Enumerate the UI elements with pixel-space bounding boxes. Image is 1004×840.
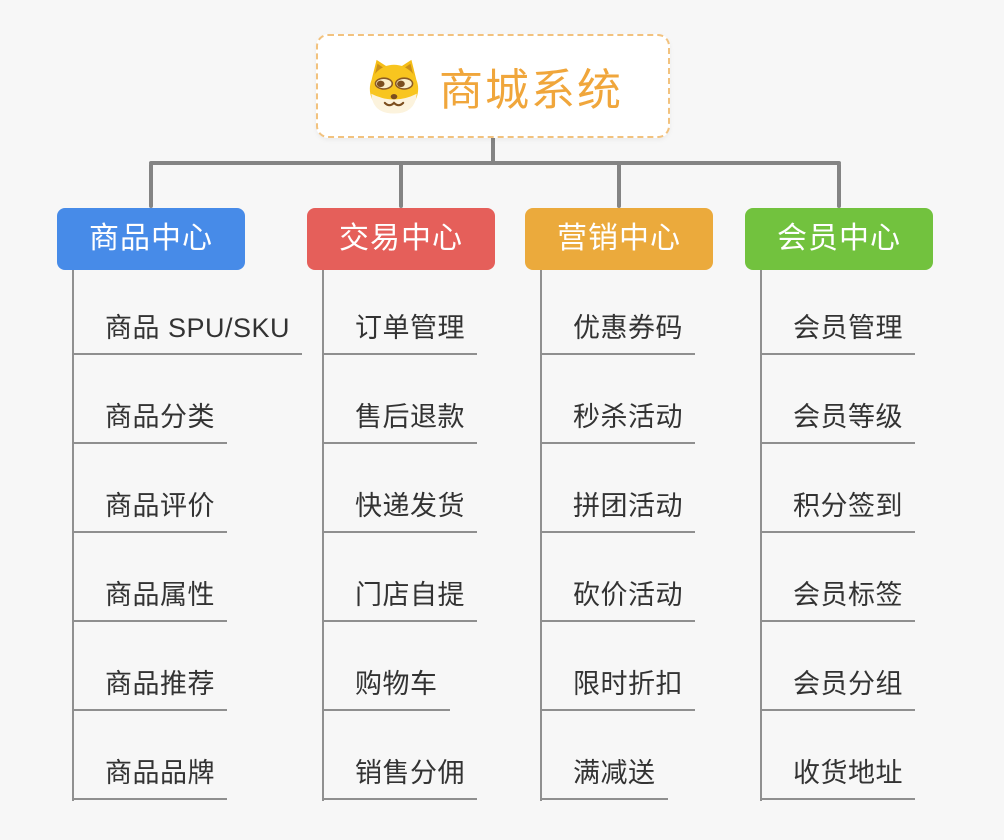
child-line-product [72,270,74,801]
subtopic-product-recommend[interactable]: 商品推荐 [72,665,227,711]
subtopic-limited-time-discount[interactable]: 限时折扣 [540,665,695,711]
subtopic-after-sales-refund[interactable]: 售后退款 [322,398,477,444]
subtopic-shipping-address[interactable]: 收货地址 [760,754,915,800]
subtopic-product-category[interactable]: 商品分类 [72,398,227,444]
subtopic-product-review[interactable]: 商品评价 [72,487,227,533]
subtopic-product-brand[interactable]: 商品品牌 [72,754,227,800]
subtopic-member-level[interactable]: 会员等级 [760,398,915,444]
subtopic-member-tags[interactable]: 会员标签 [760,576,915,622]
subtopic-store-pickup[interactable]: 门店自提 [322,576,477,622]
branch-topic-trade-center[interactable]: 交易中心 [307,208,495,270]
connector-drop-product [149,163,153,208]
subtopic-full-reduction[interactable]: 满减送 [540,754,668,800]
connector-drop-member [837,163,841,208]
connector-horizontal [149,161,841,165]
connector-drop-marketing [617,163,621,208]
subtopic-shopping-cart[interactable]: 购物车 [322,665,450,711]
subtopic-member-management[interactable]: 会员管理 [760,309,915,355]
branch-topic-product-center[interactable]: 商品中心 [57,208,245,270]
subtopic-product-spu-sku[interactable]: 商品 SPU/SKU [72,309,303,355]
connector-root-stub [491,136,495,163]
root-topic-label: 商城系统 [439,66,623,115]
subtopic-group-buying[interactable]: 拼团活动 [540,487,695,533]
subtopic-order-management[interactable]: 订单管理 [322,309,477,355]
subtopic-express-delivery[interactable]: 快递发货 [322,487,477,533]
child-line-trade [322,270,324,801]
subtopic-member-groups[interactable]: 会员分组 [760,665,915,711]
connector-drop-trade [399,163,403,208]
branch-topic-marketing-center[interactable]: 营销中心 [525,208,713,270]
subtopic-points-checkin[interactable]: 积分签到 [760,487,915,533]
subtopic-product-attribute[interactable]: 商品属性 [72,576,227,622]
shiba-dog-icon [369,59,419,114]
child-line-marketing [540,270,542,801]
child-line-member [760,270,762,801]
subtopic-flash-sale[interactable]: 秒杀活动 [540,398,695,444]
subtopic-sales-commission[interactable]: 销售分佣 [322,754,477,800]
branch-topic-member-center[interactable]: 会员中心 [745,208,933,270]
subtopic-bargain-activity[interactable]: 砍价活动 [540,576,695,622]
root-topic[interactable]: 商城系统 [316,34,670,138]
subtopic-coupon-code[interactable]: 优惠券码 [540,309,695,355]
